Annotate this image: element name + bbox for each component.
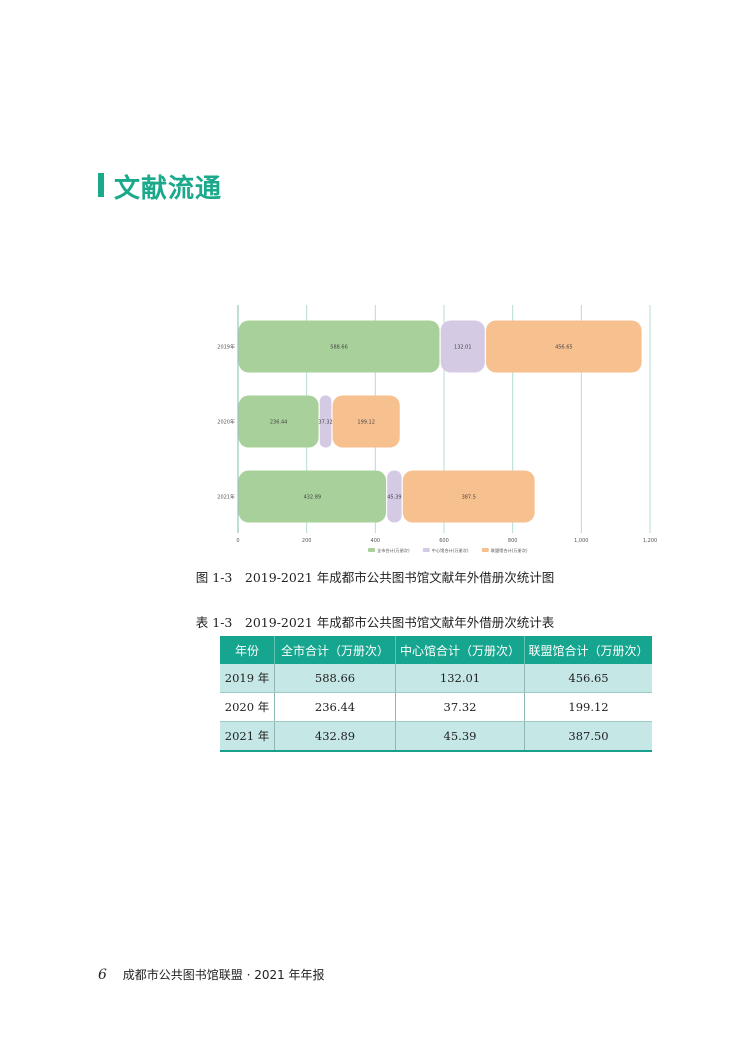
footer-text: 成都市公共图书馆联盟 · 2021 年年报 (122, 968, 325, 982)
data-label: 387.5 (462, 495, 476, 501)
borrowing-table: 年份 全市合计（万册次） 中心馆合计（万册次） 联盟馆合计（万册次） 2019 … (220, 636, 652, 752)
header-city-total: 全市合计（万册次） (274, 636, 396, 664)
cell-center-total: 45.39 (395, 721, 525, 752)
page-footer: 6 成都市公共图书馆联盟 · 2021 年年报 (98, 966, 325, 983)
legend-label: 全市合计(万册次) (377, 547, 410, 554)
cell-year: 2019 年 (220, 664, 275, 693)
page-number: 6 (98, 967, 107, 983)
table-header-row: 年份 全市合计（万册次） 中心馆合计（万册次） 联盟馆合计（万册次） (220, 636, 652, 664)
header-center-total: 中心馆合计（万册次） (395, 636, 525, 664)
data-label: 588.66 (330, 345, 348, 351)
category-label: 2019年 (217, 344, 235, 351)
x-tick-label: 400 (371, 538, 381, 544)
x-tick-label: 600 (439, 538, 449, 544)
bar-segment (387, 470, 402, 523)
data-label: 37.32 (318, 420, 332, 426)
cell-alliance-total: 456.65 (524, 664, 652, 693)
bar-segment (319, 395, 332, 448)
x-tick-label: 800 (508, 538, 518, 544)
category-label: 2021年 (217, 494, 235, 501)
cell-center-total: 132.01 (395, 664, 525, 693)
header-year: 年份 (220, 636, 275, 664)
legend-label: 中心馆合计(万册次) (432, 547, 469, 554)
legend-label: 联盟馆合计(万册次) (491, 547, 528, 554)
data-label: 456.65 (555, 345, 573, 351)
cell-city-total: 588.66 (274, 664, 396, 693)
legend-swatch (368, 548, 375, 552)
table-caption: 表 1-3 2019-2021 年成都市公共图书馆文献年外借册次统计表 (195, 615, 555, 630)
bar-segment (238, 395, 319, 448)
bar-segment (238, 320, 440, 373)
x-tick-label: 1,200 (643, 538, 657, 544)
category-label: 2020年 (217, 419, 235, 426)
header-alliance-total: 联盟馆合计（万册次） (524, 636, 652, 664)
bar-segment (238, 470, 387, 523)
data-label: 432.89 (304, 495, 322, 501)
cell-city-total: 236.44 (274, 692, 396, 722)
legend-swatch (422, 548, 430, 552)
x-tick-label: 0 (236, 538, 239, 544)
cell-center-total: 37.32 (395, 692, 525, 722)
bar-segment (402, 470, 535, 523)
bar-segment (486, 320, 642, 373)
cell-alliance-total: 387.50 (524, 721, 652, 752)
data-label: 45.39 (387, 495, 401, 501)
borrowing-chart: 0 200 400 600 800 1,000 1,200 2019年 588.66 132.01… (217, 305, 657, 554)
bar-segment (332, 395, 400, 448)
section-title: 文献流通 (114, 174, 223, 204)
cell-alliance-total: 199.12 (524, 692, 652, 722)
cell-year: 2021 年 (220, 721, 275, 752)
table-row: 2020 年 236.44 37.32 199.12 (220, 692, 652, 722)
legend-swatch (481, 548, 489, 552)
x-tick-label: 1,000 (574, 538, 588, 544)
table-row: 2021 年 432.89 45.39 387.50 (220, 721, 652, 752)
table-row: 2019 年 588.66 132.01 456.65 (220, 664, 652, 693)
cell-city-total: 432.89 (274, 721, 396, 752)
data-label: 132.01 (454, 345, 472, 351)
bar-segment (440, 320, 485, 373)
data-label: 199.12 (357, 420, 375, 426)
data-label: 236.44 (270, 420, 288, 426)
cell-year: 2020 年 (220, 692, 275, 722)
x-tick-label: 200 (302, 538, 312, 544)
section-accent-bar (98, 173, 104, 197)
figure-caption: 图 1-3 2019-2021 年成都市公共图书馆文献年外借册次统计图 (195, 570, 555, 585)
